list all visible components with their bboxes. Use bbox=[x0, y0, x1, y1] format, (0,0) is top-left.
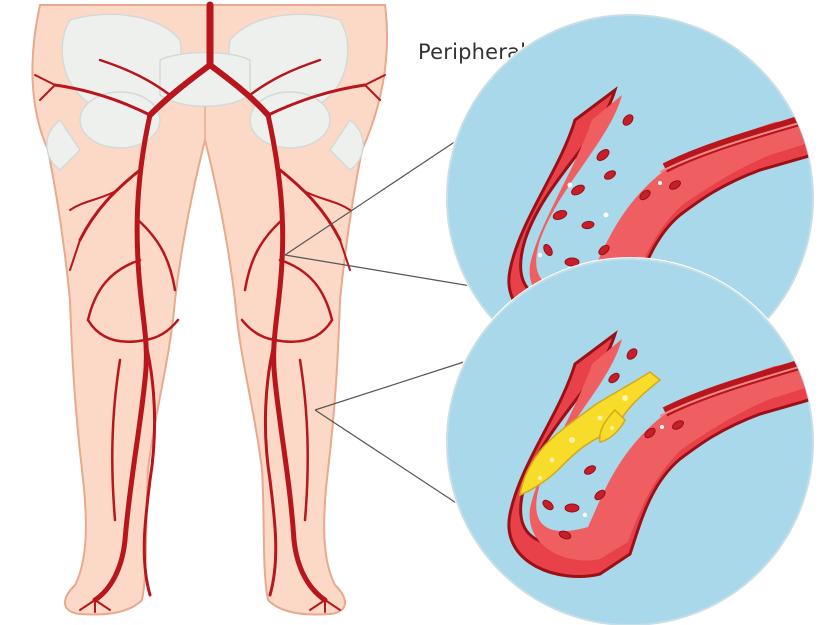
peripheral-arterial-disease-illustration bbox=[0, 0, 835, 625]
